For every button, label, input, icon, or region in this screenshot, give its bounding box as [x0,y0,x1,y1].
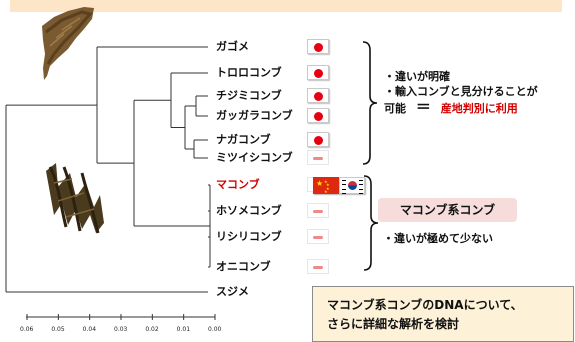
trigram-icon [359,189,363,194]
taxon-label: スジメ [216,285,249,298]
taxon-label: オニコンブ [216,260,271,273]
taxon-label: リシリコンブ [216,230,282,243]
flag-star-icon: ★ [316,179,324,188]
scale-tick-label: 0.01 [176,326,191,333]
flag-star-icon: ★ [324,189,328,194]
flag-star-icon: ★ [326,186,330,191]
box-line-2: さらに詳細な解析を検討 [327,317,460,331]
trigram-icon [359,180,363,185]
flag-japan-icon [307,39,329,54]
brace-lower-icon [363,175,379,271]
equals-sign: ＝ [415,98,431,116]
flag-japan-icon [307,132,329,147]
flag-japan-icon [307,203,329,218]
box-line-1: マコンブ系コンブのDNAについて、 [327,298,523,312]
taxon-label: マコンブ [216,178,260,191]
flag-star-icon: ★ [324,179,328,184]
taxon-label: ガゴメ [216,40,249,53]
flag-japan-icon [307,150,329,165]
flag-japan-icon [307,108,329,123]
scale-tick-label: 0.05 [51,326,65,333]
kelp-photo-top-icon [42,7,94,80]
flag-star-icon: ★ [326,182,330,187]
scale-tick-label: 0.06 [20,326,34,333]
note-possible-line: 可能 ＝ 産地判別に利用 [384,100,518,116]
taegeuk-icon [348,181,357,190]
scale-tick-label: 0.03 [114,326,128,333]
flag-japan-icon [307,88,329,103]
scale-tick-label: 0.04 [82,326,97,333]
flag-japan-icon [307,65,329,80]
brace-upper-icon [362,41,378,165]
taxon-label: ミツイシコンブ [216,151,293,164]
taxon-label: ガッガラコンブ [216,109,293,122]
kelp-photo-bottom-icon [46,163,104,234]
taxon-label: ホソメコンブ [216,204,282,217]
trigram-icon [342,189,346,194]
flag-japan-icon [307,229,329,244]
note-clear-difference: ・違いが明確 [384,70,450,83]
flag-korea-icon [339,177,365,194]
taxon-label: トロロコンブ [216,66,282,79]
flag-china-icon: ★★★★★ [313,177,339,194]
taxon-label: ナガコンブ [216,133,271,146]
note-minimal-difference: ・違いが極めて少ない [383,232,493,245]
future-analysis-box: マコンブ系コンブのDNAについて、 さらに詳細な解析を検討 [312,286,574,342]
note-distinguish-imports: ・輸入コンブと見分けることが [384,85,538,98]
flag-japan-icon [307,259,329,274]
taxon-label: チジミコンブ [216,89,282,102]
header-band [10,0,562,12]
makonbu-group-tag: マコンブ系コンブ [378,198,517,222]
note-possible: 可能 [384,102,406,115]
scale-tick-label: 0.00 [208,326,222,333]
note-origin-use: 産地判別に利用 [440,102,518,115]
trigram-icon [342,180,346,185]
scale-tick-label: 0.02 [145,326,159,333]
